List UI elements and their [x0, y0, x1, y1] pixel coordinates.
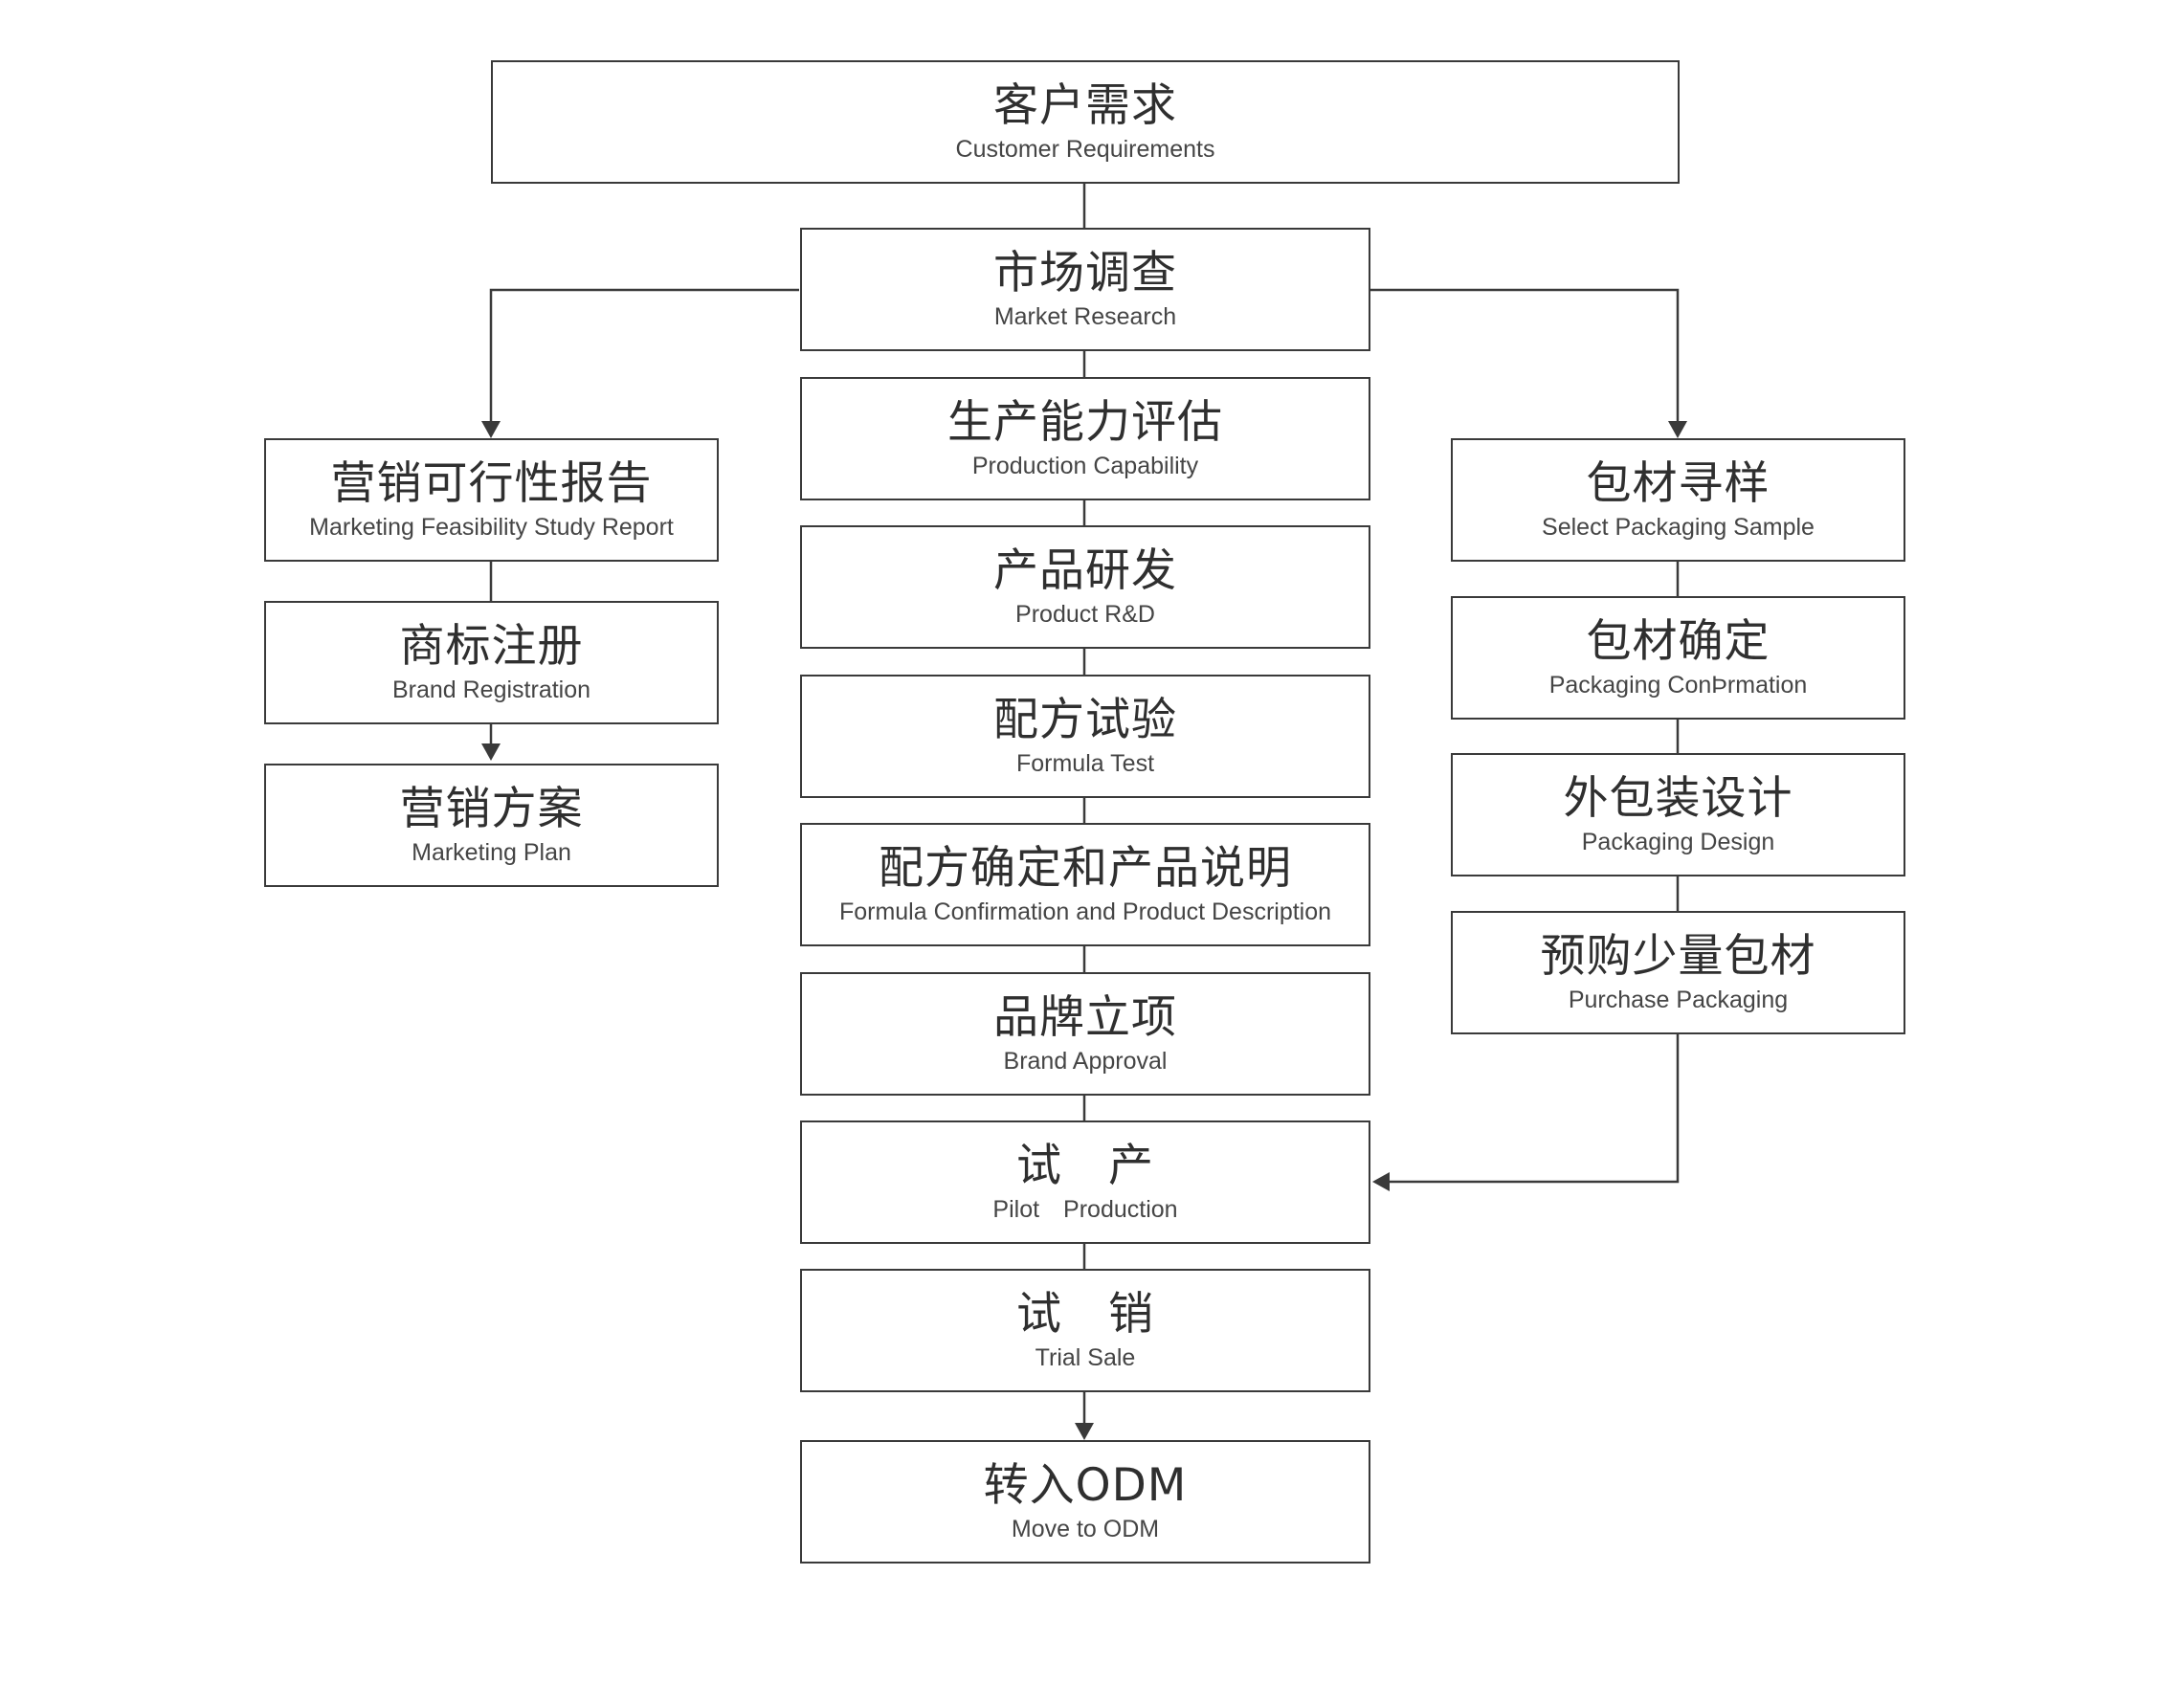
node-select-packaging-sample: 包材寻样 Select Packaging Sample	[1451, 438, 1905, 562]
arrow-market-pkg-sample	[1370, 288, 1680, 429]
node-title-zh: 试 产	[1016, 1139, 1154, 1192]
arrowhead-pkg-sample	[1668, 421, 1687, 438]
node-packaging-design: 外包装设计 Packaging Design	[1451, 753, 1905, 876]
node-title-zh: 营销可行性报告	[330, 456, 653, 510]
node-title-en: Brand Registration	[391, 676, 591, 703]
node-marketing-plan: 营销方案 Marketing Plan	[264, 764, 719, 887]
arrow-purchase-pilot	[1384, 1034, 1680, 1184]
node-title-en: Formula Confirmation and Product Descrip…	[838, 898, 1332, 925]
node-product-rd: 产品研发 Product R&D	[800, 525, 1370, 649]
node-trial-sale: 试 销 Trial Sale	[800, 1269, 1370, 1392]
node-title-en: Select Packaging Sample	[1542, 513, 1815, 541]
node-formula-confirmation: 配方确定和产品说明 Formula Confirmation and Produ…	[800, 823, 1370, 946]
node-title-zh: 外包装设计	[1563, 771, 1793, 825]
node-purchase-packaging: 预购少量包材 Purchase Packaging	[1451, 911, 1905, 1034]
arrowhead-pilot	[1372, 1172, 1390, 1191]
node-title-zh: 营销方案	[399, 782, 584, 835]
node-customer-requirements: 客户需求 Customer Requirements	[491, 60, 1680, 184]
node-title-zh: 客户需求	[993, 78, 1177, 132]
node-market-research: 市场调查 Market Research	[800, 228, 1370, 351]
node-title-en: Production Capability	[971, 452, 1199, 479]
arrowhead-feasibility	[481, 421, 501, 438]
node-title-en: Pilot Production	[992, 1195, 1178, 1223]
node-title-zh: 配方确定和产品说明	[879, 841, 1292, 895]
node-title-zh: 包材确定	[1586, 614, 1770, 668]
node-title-zh: 包材寻样	[1586, 456, 1770, 510]
node-brand-approval: 品牌立项 Brand Approval	[800, 972, 1370, 1096]
node-title-en: Formula Test	[1015, 749, 1155, 777]
node-title-zh: 市场调查	[993, 246, 1177, 299]
node-title-en: Brand Approval	[1003, 1047, 1168, 1075]
node-title-en: Customer Requirements	[955, 135, 1215, 163]
node-production-capability: 生产能力评估 Production Capability	[800, 377, 1370, 500]
node-title-en: Trial Sale	[1035, 1343, 1136, 1371]
node-title-zh: 转入ODM	[983, 1458, 1188, 1512]
node-title-zh: 预购少量包材	[1540, 929, 1816, 983]
arrowhead-odm	[1075, 1423, 1094, 1440]
node-title-zh: 品牌立项	[993, 990, 1177, 1044]
node-title-zh: 配方试验	[993, 693, 1177, 746]
node-packaging-confirmation: 包材确定 Packaging ConÞrmation	[1451, 596, 1905, 720]
node-title-en: Move to ODM	[1011, 1515, 1160, 1542]
node-marketing-feasibility-report: 营销可行性报告 Marketing Feasibility Study Repo…	[264, 438, 719, 562]
node-title-en: Purchase Packaging	[1568, 986, 1789, 1013]
node-move-to-odm: 转入ODM Move to ODM	[800, 1440, 1370, 1564]
node-title-zh: 产品研发	[993, 543, 1177, 597]
node-title-zh: 商标注册	[399, 619, 584, 673]
node-title-en: Marketing Feasibility Study Report	[309, 513, 674, 541]
node-title-en: Marketing Plan	[412, 838, 571, 866]
node-formula-test: 配方试验 Formula Test	[800, 675, 1370, 798]
arrowhead-marketing-plan	[481, 743, 501, 761]
node-brand-registration: 商标注册 Brand Registration	[264, 601, 719, 724]
node-pilot-production: 试 产 Pilot Production	[800, 1120, 1370, 1244]
node-title-en: Packaging Design	[1581, 828, 1775, 855]
node-title-en: Packaging ConÞrmation	[1548, 671, 1808, 699]
node-title-zh: 试 销	[1016, 1287, 1154, 1341]
node-title-zh: 生产能力评估	[947, 395, 1223, 449]
node-title-en: Product R&D	[1015, 600, 1155, 628]
arrow-market-feasibility	[489, 288, 799, 429]
node-title-en: Market Research	[993, 302, 1177, 330]
